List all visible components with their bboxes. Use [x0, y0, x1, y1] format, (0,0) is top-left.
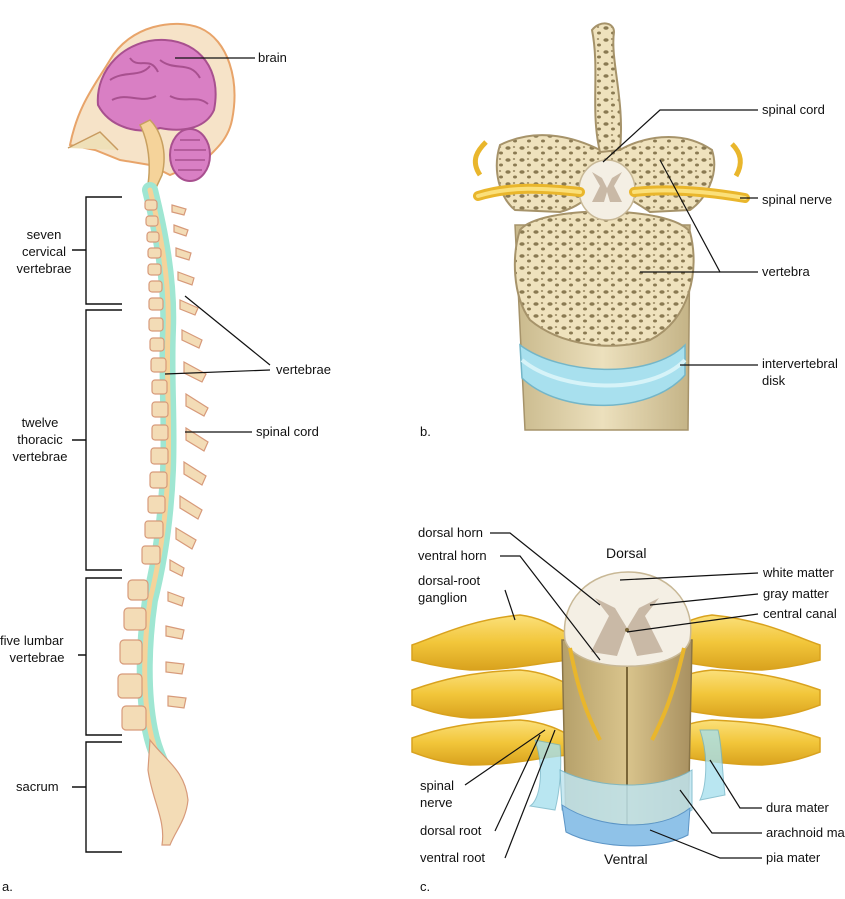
label-ventral-root: ventral root	[420, 850, 486, 865]
label-drg-line2: ganglion	[418, 590, 468, 605]
label-thoracic-line2: thoracic	[17, 432, 63, 447]
label-brain: brain	[258, 50, 287, 65]
label-thoracic-line3: vertebrae	[12, 449, 68, 464]
label-cervical-line1: seven	[26, 227, 62, 242]
panel-letter-a: a.	[2, 879, 13, 894]
label-thoracic-line1: twelve	[21, 415, 59, 430]
panel-letter-c: c.	[420, 879, 431, 894]
label-cervical-line2: cervical	[21, 244, 67, 259]
label-central-canal: central canal	[763, 606, 837, 621]
label-ventral: Ventral	[604, 851, 648, 867]
label-dura-mater: dura mater	[766, 800, 829, 815]
label-spinal-cord-a: spinal cord	[256, 424, 319, 439]
label-dorsal: Dorsal	[606, 545, 647, 561]
panel-letter-b: b.	[420, 424, 431, 439]
label-gray-matter: gray matter	[763, 586, 829, 601]
label-dorsal-root: dorsal root	[420, 823, 482, 838]
panel-c-drawing	[411, 571, 821, 847]
panel-b-drawing	[472, 22, 750, 431]
label-spinal-nerve-line1: spinal	[420, 778, 454, 793]
panel-a-drawing	[67, 22, 236, 846]
label-sacrum: sacrum	[16, 779, 59, 794]
label-white-matter: white matter	[763, 565, 834, 580]
label-pia-mater: pia mater	[766, 850, 821, 865]
label-arachnoid-mater: arachnoid mater	[766, 825, 845, 840]
label-dorsal-horn: dorsal horn	[418, 525, 484, 540]
label-spinal-nerve-line2: nerve	[420, 795, 453, 810]
label-disk-line2: disk	[762, 373, 786, 388]
leader-lines	[72, 57, 762, 859]
label-drg-line1: dorsal-root	[418, 573, 481, 588]
label-vertebra: vertebra	[762, 264, 810, 279]
label-spinal-cord-b: spinal cord	[762, 102, 825, 117]
vertebral-column	[117, 199, 189, 846]
label-disk-line1: intervertebral	[762, 356, 838, 371]
label-cervical-line3: vertebrae	[16, 261, 72, 276]
label-spinal-nerve-b: spinal nerve	[762, 192, 833, 207]
label-ventral-horn: ventral horn	[418, 548, 487, 563]
label-lumbar-line1: five lumbar	[0, 633, 64, 648]
label-lumbar-line2: vertebrae	[9, 650, 65, 665]
label-vertebrae: vertebrae	[276, 362, 331, 377]
